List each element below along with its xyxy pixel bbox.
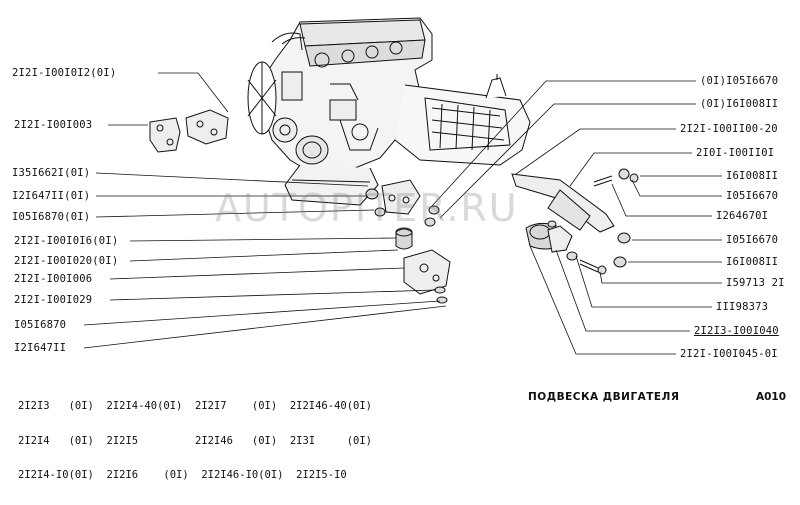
part-label-left: 2I2I-I00I0I6(0I): [14, 235, 119, 247]
part-label-right: (0I)I05I6670: [700, 75, 779, 87]
part-label-right: (0I)I6I008II: [700, 98, 779, 110]
part-label-right: I6I008II: [726, 256, 779, 268]
part-label-right: I6I008II: [726, 170, 779, 182]
part-label-left: 2I2I-I00I0I2(0I): [12, 67, 117, 79]
part-label-left: 2I2I-I00I020(0I): [14, 255, 119, 267]
diagram-caption: ПОДВЕСКА ДВИГАТЕЛЯ: [528, 391, 680, 403]
part-label-left: I2I647II: [14, 342, 67, 354]
left-mount-stack: [365, 179, 451, 304]
part-label-left: I05I6870: [14, 319, 67, 331]
model-list-row: 2I2I4 (0I) 2I2I5 2I2I46 (0I) 2I3I (0I): [18, 434, 373, 447]
rear-crossmember: [511, 168, 639, 275]
model-list-row: 2I2I4-I0(0I) 2I2I6 (0I) 2I2I46-I0(0I) 2I…: [18, 469, 347, 481]
part-label-left: I2I647II(0I): [12, 190, 91, 202]
part-label-left: 2I2I-I00I006: [14, 273, 93, 285]
watermark: AUTOPITER.RU: [215, 186, 519, 230]
part-label-right: 2I2I-I00I045-0I: [680, 348, 778, 360]
diagram-stage: AUTOPITER.RU 2I2I-I00I0I2(0I) 2I2I-I00I0…: [12, 17, 787, 481]
part-label-right: I05I6670: [726, 190, 779, 202]
part-label-right: I59713 2I: [726, 277, 785, 289]
part-label-left: I35I662I(0I): [12, 167, 91, 179]
part-label-right: I264670I: [716, 210, 769, 222]
part-label-right: 2I0I-I00II0I: [696, 147, 775, 159]
engine-mount-drawing: [83, 17, 722, 355]
part-label-right: I05I6670: [726, 234, 779, 246]
leader-lines-left: [83, 72, 447, 349]
model-list-row: 2I2I3 (0I) 2I2I4-40(0I) 2I2I7 (0I) 2I2I4…: [18, 400, 373, 412]
model-list: 2I2I3 (0I) 2I2I4-40(0I) 2I2I7 (0I) 2I2I4…: [18, 378, 372, 505]
left-bracket-parts: [149, 109, 229, 153]
part-label-right: 2I2I-I00II00-20: [680, 123, 778, 135]
part-label-left: I05I6870(0I): [12, 211, 91, 223]
part-label-right: III98373: [716, 301, 769, 313]
part-label-left: 2I2I-I00I029: [14, 294, 93, 306]
part-label-right: 2I2I3-I00I040: [694, 325, 779, 337]
part-label-left: 2I2I-I00I003: [14, 119, 93, 131]
engine-assembly: [247, 17, 531, 206]
leader-lines-right: [431, 80, 722, 355]
page-code: A010: [756, 391, 787, 403]
